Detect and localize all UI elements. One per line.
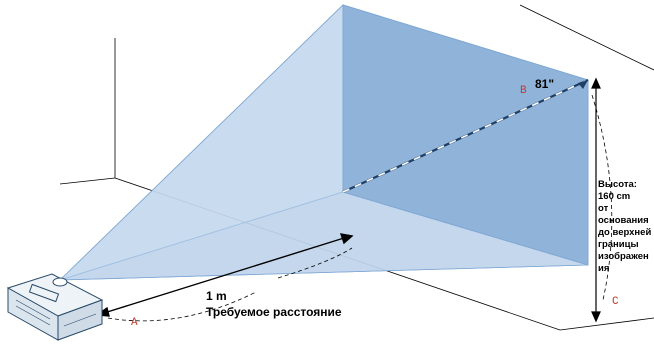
- height-label-line: границы: [598, 239, 639, 250]
- height-label-line: Высота:: [598, 179, 637, 190]
- distance-arrow-right: [339, 233, 354, 245]
- floor-right-line: [559, 317, 654, 331]
- projector-panel: [28, 283, 60, 303]
- projector-lens: [52, 277, 68, 287]
- height-label-line: от: [598, 203, 609, 214]
- distance-dashed-arc-a: [107, 291, 257, 322]
- letter-b: B: [520, 85, 527, 97]
- height-label-line: до верхней: [598, 227, 651, 238]
- projector-vent-2: [15, 305, 51, 326]
- distance-caption: Требуемое расстояние: [206, 305, 342, 319]
- height-arrow-bottom: [591, 311, 601, 323]
- letter-c: C: [612, 296, 619, 308]
- distance-dashed-arc-b: [277, 247, 353, 279]
- height-label-line: основания: [598, 215, 649, 226]
- ceiling-line: [519, 4, 654, 71]
- height-label-line: ия: [598, 263, 609, 274]
- height-label: Высота: 160 cm от основания до верхней г…: [598, 179, 651, 274]
- screen-diagonal-dash: [342, 79, 589, 193]
- height-label-line: 160 cm: [598, 191, 630, 202]
- projector-vent-1: [15, 299, 51, 320]
- diagonal-arrowhead: [578, 80, 588, 89]
- distance-value: 1 m: [206, 289, 227, 303]
- height-dashed-arc: [591, 94, 613, 301]
- screen-size-label: 81": [535, 77, 554, 91]
- height-arrow-top: [591, 77, 601, 89]
- projector-vent-3: [63, 313, 97, 327]
- height-arrow: [591, 77, 601, 323]
- distance-arrow-line: [103, 237, 345, 314]
- height-label-line: изображен: [598, 251, 649, 262]
- letter-a: A: [131, 317, 138, 329]
- floor-left-line: [59, 177, 116, 185]
- projector-icon: [6, 273, 104, 341]
